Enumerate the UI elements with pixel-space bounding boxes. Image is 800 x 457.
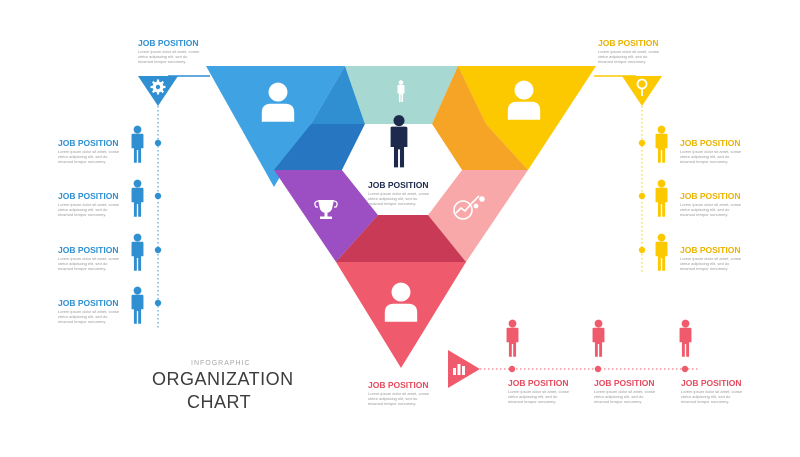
left-item-2-label: JOB POSITION [58,191,119,201]
right-item-3-desc: Lorem ipsum dolor sit amet, conse ctetur… [680,256,742,271]
bottom-item-2-label: JOB POSITION [594,378,655,388]
right-person-icon-2 [655,179,668,217]
left-head-label: JOB POSITION [138,38,199,48]
center-desc: Lorem ipsum dolor sit amet, conse ctetur… [368,191,430,206]
bottom-item-1-label: JOB POSITION [508,378,569,388]
bar-chart-icon [453,364,465,375]
bottom-head-desc: Lorem ipsum dolor sit amet, conse ctetur… [368,391,430,406]
left-item-1-desc: Lorem ipsum dolor sit amet, conse ctetur… [58,149,120,164]
segment-center-white [342,124,462,215]
right-item-1-label: JOB POSITION [680,138,741,148]
bottom-person-icon-1 [506,319,519,357]
left-item-4-desc: Lorem ipsum dolor sit amet, conse ctetur… [58,309,120,324]
right-dots [638,139,646,254]
bottom-person-icon-3 [679,319,692,357]
left-person-icon-3 [131,233,144,271]
left-item-3-label: JOB POSITION [58,245,119,255]
bottom-item-3-desc: Lorem ipsum dolor sit amet, conse ctetur… [681,389,743,404]
right-item-3-label: JOB POSITION [680,245,741,255]
infographic-subtitle: INFOGRAPHIC [191,360,251,367]
right-item-1-desc: Lorem ipsum dolor sit amet, conse ctetur… [680,149,742,164]
gear-icon [150,79,166,95]
bottom-person-icon-2 [592,319,605,357]
segment-top-left-inner [311,66,365,124]
right-item-2-desc: Lorem ipsum dolor sit amet, conse ctetur… [680,202,742,217]
segment-orange [432,66,528,170]
title-line-1: ORGANIZATION [152,369,294,389]
left-dots [154,139,162,307]
center-label: JOB POSITION [368,180,429,190]
right-item-2-label: JOB POSITION [680,191,741,201]
right-head-label: JOB POSITION [598,38,659,48]
segment-blue-diamond [274,124,365,170]
trophy-icon [314,200,338,219]
left-item-1-label: JOB POSITION [58,138,119,148]
right-person-icon-3 [655,233,668,271]
segment-right-pink [428,170,528,262]
left-item-4-label: JOB POSITION [58,298,119,308]
segment-crimson [336,215,466,262]
title-line-2: CHART [187,392,252,412]
left-item-3-desc: Lorem ipsum dolor sit amet, conse ctetur… [58,256,120,271]
bottom-head-label: JOB POSITION [368,380,429,390]
right-person-icon-1 [655,125,668,163]
bottom-dots [508,365,689,373]
bottom-item-2-desc: Lorem ipsum dolor sit amet, conse ctetur… [594,389,656,404]
growth-chart-icon [453,195,485,220]
left-person-icon-1 [131,125,144,163]
right-head-desc: Lorem ipsum dolor sit amet, conse ctetur… [598,49,660,64]
left-person-icon-2 [131,179,144,217]
left-head-desc: Lorem ipsum dolor sit amet, conse ctetur… [138,49,200,64]
left-person-icon-4 [131,286,144,324]
segment-top-left [206,66,345,187]
magnifier-icon [636,78,648,96]
bottom-item-1-desc: Lorem ipsum dolor sit amet, conse ctetur… [508,389,570,404]
footer-strip [0,430,800,452]
bottom-item-3-label: JOB POSITION [681,378,742,388]
left-item-2-desc: Lorem ipsum dolor sit amet, conse ctetur… [58,202,120,217]
